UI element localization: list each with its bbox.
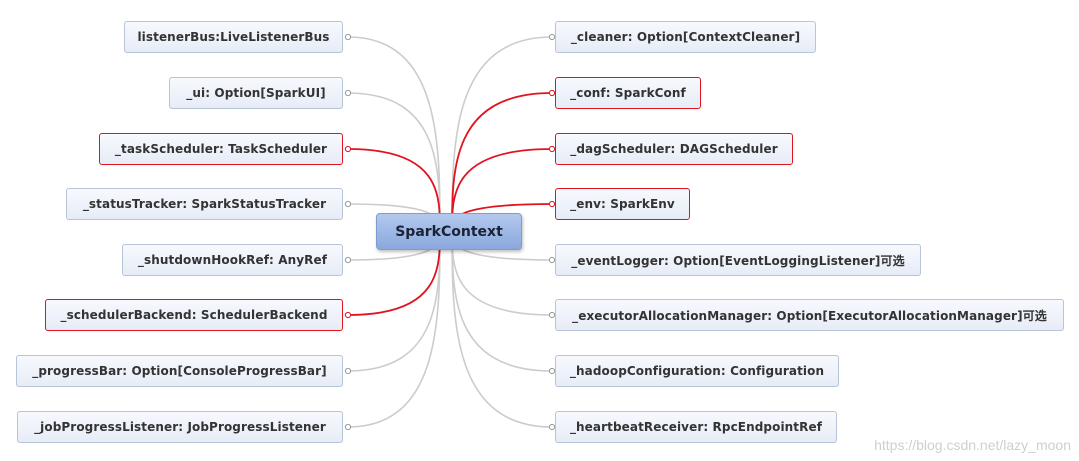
right-node-2[interactable]: _dagScheduler: DAGScheduler <box>555 133 793 165</box>
central-node-label: SparkContext <box>395 223 503 240</box>
connector-dot-left-7 <box>344 423 352 431</box>
connector-left-1 <box>347 92 441 232</box>
connector-dot-right-0 <box>548 33 556 41</box>
connector-dot-right-5 <box>548 311 556 319</box>
left-node-7[interactable]: _jobProgressListener: JobProgressListene… <box>17 411 343 443</box>
left-node-label: listenerBus:LiveListenerBus <box>137 30 330 44</box>
connector-right-7 <box>451 230 553 428</box>
right-node-0[interactable]: _cleaner: Option[ContextCleaner] <box>555 21 816 53</box>
connector-right-1 <box>451 92 553 232</box>
central-node[interactable]: SparkContext <box>376 213 522 250</box>
left-node-6[interactable]: _progressBar: Option[ConsoleProgressBar] <box>16 355 343 387</box>
right-node-label: _conf: SparkConf <box>570 86 686 100</box>
connector-dot-left-5 <box>344 311 352 319</box>
connector-dot-right-1 <box>548 89 556 97</box>
connector-dot-left-2 <box>344 145 352 153</box>
connector-dot-left-0 <box>344 33 352 41</box>
left-node-label: _ui: Option[SparkUI] <box>186 86 326 100</box>
left-node-5[interactable]: _schedulerBackend: SchedulerBackend <box>45 299 343 331</box>
connector-dot-right-7 <box>548 423 556 431</box>
right-node-6[interactable]: _hadoopConfiguration: Configuration <box>555 355 839 387</box>
connector-dot-left-1 <box>344 89 352 97</box>
connector-dot-right-4 <box>548 256 556 264</box>
left-node-0[interactable]: listenerBus:LiveListenerBus <box>124 21 343 53</box>
left-node-label: _taskScheduler: TaskScheduler <box>114 142 328 156</box>
connector-dot-right-2 <box>548 145 556 153</box>
right-node-7[interactable]: _heartbeatReceiver: RpcEndpointRef <box>555 411 837 443</box>
left-node-label: _statusTracker: SparkStatusTracker <box>82 197 327 211</box>
right-node-label: _executorAllocationManager: Option[Execu… <box>572 308 1047 323</box>
connector-dot-left-3 <box>344 200 352 208</box>
connector-left-7 <box>347 230 441 428</box>
connector-dot-right-6 <box>548 367 556 375</box>
watermark: https://blog.csdn.net/lazy_moon <box>874 437 1071 453</box>
connector-dot-left-6 <box>344 367 352 375</box>
right-node-label: _dagScheduler: DAGScheduler <box>570 142 778 156</box>
right-node-label: _heartbeatReceiver: RpcEndpointRef <box>569 420 823 434</box>
right-node-label: _hadoopConfiguration: Configuration <box>569 364 825 378</box>
right-node-5[interactable]: _executorAllocationManager: Option[Execu… <box>555 299 1064 331</box>
left-node-label: _shutdownHookRef: AnyRef <box>137 253 328 267</box>
right-node-label: _eventLogger: Option[EventLoggingListene… <box>571 253 905 268</box>
left-node-4[interactable]: _shutdownHookRef: AnyRef <box>122 244 343 276</box>
right-node-4[interactable]: _eventLogger: Option[EventLoggingListene… <box>555 244 921 276</box>
left-node-3[interactable]: _statusTracker: SparkStatusTracker <box>66 188 343 220</box>
right-node-1[interactable]: _conf: SparkConf <box>555 77 701 109</box>
connector-dot-right-3 <box>548 200 556 208</box>
left-node-2[interactable]: _taskScheduler: TaskScheduler <box>99 133 343 165</box>
left-node-1[interactable]: _ui: Option[SparkUI] <box>169 77 343 109</box>
connector-dot-left-4 <box>344 256 352 264</box>
left-node-label: _schedulerBackend: SchedulerBackend <box>60 308 328 322</box>
right-node-label: _cleaner: Option[ContextCleaner] <box>570 30 801 44</box>
left-node-label: _progressBar: Option[ConsoleProgressBar] <box>32 364 327 378</box>
right-node-label: _env: SparkEnv <box>570 197 675 211</box>
left-node-label: _jobProgressListener: JobProgressListene… <box>34 420 326 434</box>
right-node-3[interactable]: _env: SparkEnv <box>555 188 690 220</box>
